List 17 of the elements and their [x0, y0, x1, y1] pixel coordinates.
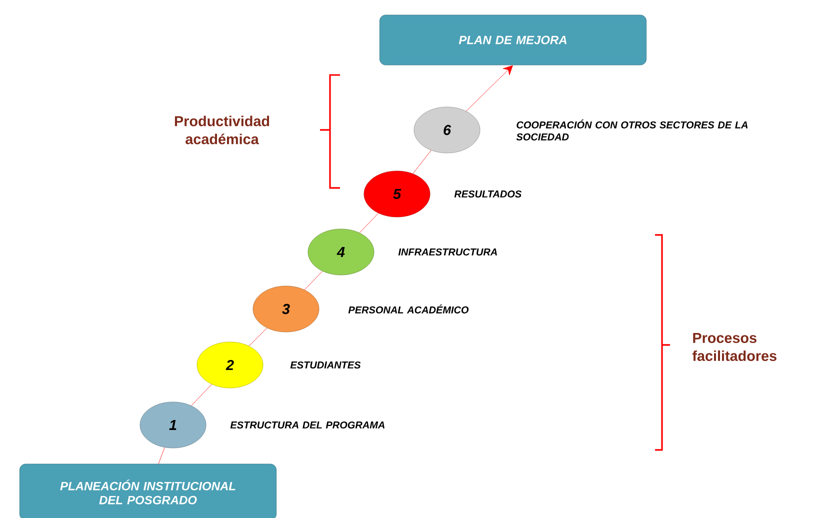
- step-label: ESTUDIANTES: [290, 361, 361, 369]
- step-label: INFRAESTRUCTURA: [398, 248, 497, 256]
- process-box: PLAN DE MEJORA: [379, 14, 647, 66]
- connector-line: [158, 447, 165, 464]
- step-label: RESULTADOS: [454, 190, 522, 198]
- step-label: PERSONAL ACADÉMICO: [348, 304, 469, 314]
- connector-line: [466, 65, 513, 112]
- step-label: ESTRUCTURA DEL PROGRAMA: [230, 421, 384, 429]
- connector-line: [304, 271, 323, 290]
- group-label: Productividad académica: [174, 116, 270, 144]
- connector-line: [359, 213, 379, 233]
- connector-line: [191, 384, 212, 406]
- group-label: Procesos facilitadores: [692, 332, 776, 361]
- connector-line: [248, 328, 268, 346]
- process-box: PLANEACIÓN INSTITUCIONAL DEL POSGRADO: [19, 464, 277, 518]
- connector-line: [412, 150, 432, 174]
- step-label: COOPERACIÓN CON OTROS SECTORES DE LA SOCIEDAD: [516, 120, 748, 140]
